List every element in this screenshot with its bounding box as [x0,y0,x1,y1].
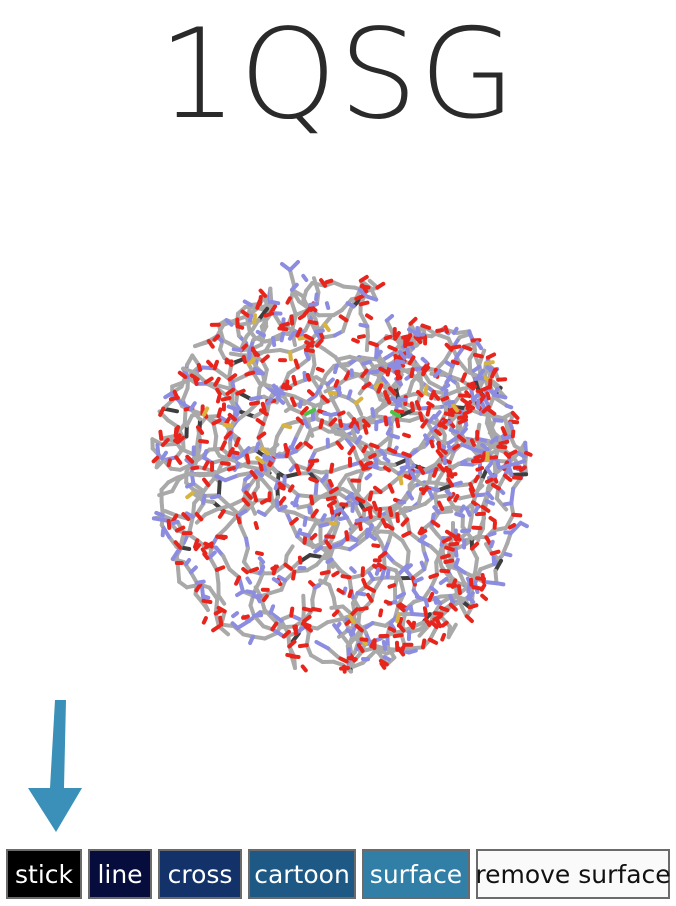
molecule-viewer[interactable] [0,170,676,730]
down-arrow-icon [28,700,82,832]
stick-button[interactable]: stick [6,849,82,899]
page-title: 1QSG [158,3,518,147]
line-button[interactable]: line [88,849,152,899]
molecule-stick-render [150,260,533,674]
surface-button[interactable]: surface [362,849,470,899]
cross-button[interactable]: cross [158,849,242,899]
representation-toolbar: stick line cross cartoon surface remove … [6,849,671,899]
cartoon-button[interactable]: cartoon [248,849,356,899]
remove-surface-button[interactable]: remove surface [475,849,671,899]
